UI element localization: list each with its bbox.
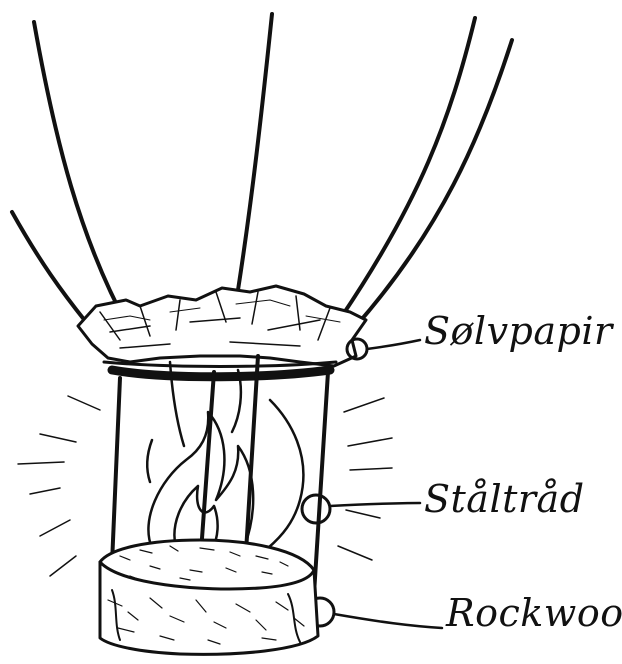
wire-label: Ståltråd xyxy=(424,480,585,518)
rockwool-label: Rockwool xyxy=(446,594,622,632)
foil-leader-line xyxy=(367,340,420,349)
wire-callout-circle xyxy=(302,495,330,523)
rockwool-leader-line xyxy=(334,614,442,628)
foil-label: Sølvpapir xyxy=(424,312,613,350)
balloon-envelope-icon xyxy=(12,14,512,330)
wire-leader-line xyxy=(330,503,420,506)
rockwool-block-icon xyxy=(100,540,318,654)
foil-collar-icon xyxy=(78,286,366,377)
flame-icon xyxy=(147,362,303,550)
